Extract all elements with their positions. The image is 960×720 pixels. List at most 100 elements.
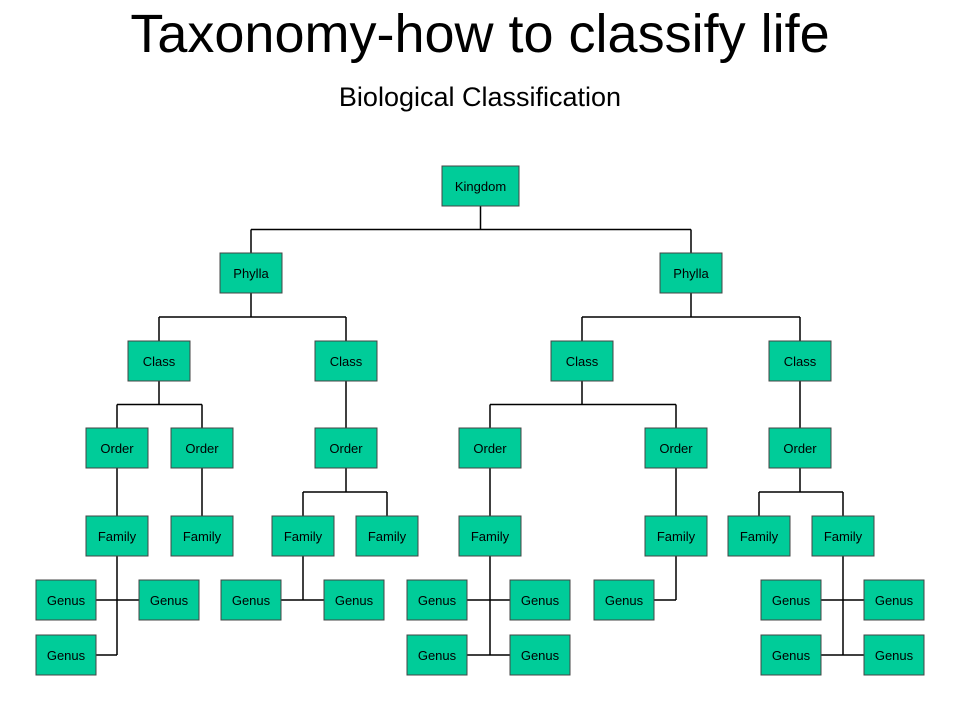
node-box xyxy=(727,515,791,557)
node-box xyxy=(441,165,520,207)
node-box xyxy=(509,579,571,621)
node-class: Class xyxy=(550,340,614,382)
node-label: Phylla xyxy=(673,266,709,281)
node-label: Kingdom xyxy=(455,179,506,194)
node-order: Order xyxy=(314,427,378,469)
node-box xyxy=(458,427,522,469)
node-label: Class xyxy=(784,354,817,369)
node-family: Family xyxy=(458,515,522,557)
node-label: Genus xyxy=(418,593,457,608)
node-label: Family xyxy=(183,529,222,544)
tree-connectors xyxy=(96,206,864,656)
node-label: Genus xyxy=(875,593,914,608)
node-genus: Genus xyxy=(760,634,822,676)
node-genus: Genus xyxy=(138,579,200,621)
node-box xyxy=(458,515,522,557)
node-order: Order xyxy=(458,427,522,469)
node-label: Order xyxy=(659,441,693,456)
node-label: Genus xyxy=(335,593,374,608)
node-box xyxy=(323,579,385,621)
node-box xyxy=(314,427,378,469)
node-box xyxy=(314,340,378,382)
node-box xyxy=(271,515,335,557)
node-label: Order xyxy=(783,441,817,456)
node-label: Genus xyxy=(232,593,271,608)
node-label: Order xyxy=(473,441,507,456)
node-genus: Genus xyxy=(35,579,97,621)
node-box xyxy=(644,427,708,469)
node-label: Class xyxy=(330,354,363,369)
node-box xyxy=(170,515,234,557)
node-label: Genus xyxy=(772,593,811,608)
node-genus: Genus xyxy=(509,634,571,676)
node-family: Family xyxy=(85,515,149,557)
node-genus: Genus xyxy=(760,579,822,621)
node-box xyxy=(85,427,149,469)
node-label: Family xyxy=(657,529,696,544)
node-label: Family xyxy=(98,529,137,544)
node-label: Genus xyxy=(875,648,914,663)
node-class: Class xyxy=(314,340,378,382)
slide-title: Taxonomy-how to classify life xyxy=(130,4,830,64)
node-genus: Genus xyxy=(323,579,385,621)
node-phylla: Phylla xyxy=(219,252,283,294)
node-label: Phylla xyxy=(233,266,269,281)
node-order: Order xyxy=(170,427,234,469)
node-family: Family xyxy=(727,515,791,557)
node-label: Order xyxy=(185,441,219,456)
node-box xyxy=(760,634,822,676)
node-box xyxy=(811,515,875,557)
node-box xyxy=(219,252,283,294)
node-genus: Genus xyxy=(220,579,282,621)
node-box xyxy=(127,340,191,382)
node-class: Class xyxy=(768,340,832,382)
node-label: Genus xyxy=(605,593,644,608)
node-family: Family xyxy=(355,515,419,557)
node-label: Class xyxy=(566,354,599,369)
node-order: Order xyxy=(85,427,149,469)
node-order: Order xyxy=(768,427,832,469)
node-genus: Genus xyxy=(863,579,925,621)
node-box xyxy=(170,427,234,469)
node-genus: Genus xyxy=(509,579,571,621)
node-label: Family xyxy=(284,529,323,544)
node-label: Genus xyxy=(521,648,560,663)
diagram-title: Biological Classification xyxy=(338,82,622,112)
node-order: Order xyxy=(644,427,708,469)
node-box xyxy=(355,515,419,557)
node-box xyxy=(138,579,200,621)
node-label: Family xyxy=(740,529,779,544)
node-box xyxy=(35,579,97,621)
node-box xyxy=(768,340,832,382)
node-label: Genus xyxy=(47,593,86,608)
node-label: Genus xyxy=(150,593,189,608)
node-label: Genus xyxy=(418,648,457,663)
node-phylla: Phylla xyxy=(659,252,723,294)
node-genus: Genus xyxy=(35,634,97,676)
node-box xyxy=(768,427,832,469)
node-box xyxy=(35,634,97,676)
node-label: Class xyxy=(143,354,176,369)
node-genus: Genus xyxy=(863,634,925,676)
node-box xyxy=(760,579,822,621)
node-box xyxy=(593,579,655,621)
node-box xyxy=(220,579,282,621)
node-box xyxy=(863,634,925,676)
node-genus: Genus xyxy=(593,579,655,621)
node-class: Class xyxy=(127,340,191,382)
node-box xyxy=(863,579,925,621)
node-box xyxy=(85,515,149,557)
node-genus: Genus xyxy=(406,579,468,621)
node-label: Order xyxy=(329,441,363,456)
node-kingdom: Kingdom xyxy=(441,165,520,207)
node-box xyxy=(550,340,614,382)
node-family: Family xyxy=(271,515,335,557)
node-label: Family xyxy=(471,529,510,544)
node-box xyxy=(509,634,571,676)
node-label: Family xyxy=(824,529,863,544)
node-box xyxy=(406,634,468,676)
node-box xyxy=(659,252,723,294)
node-label: Genus xyxy=(772,648,811,663)
